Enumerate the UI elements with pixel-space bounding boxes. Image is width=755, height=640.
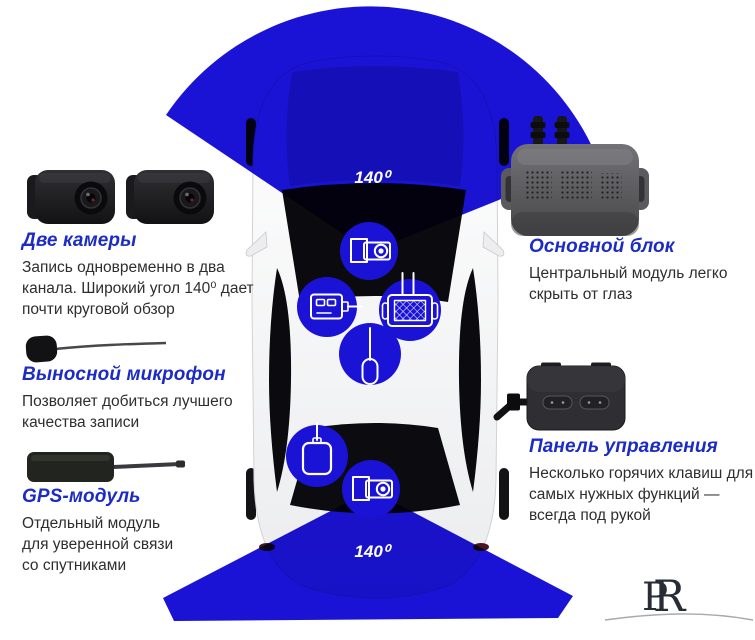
front-camera-icon xyxy=(350,238,391,263)
hotspot-front-camera xyxy=(340,222,398,280)
main-unit-image xyxy=(501,116,649,236)
antenna-connectors xyxy=(530,116,570,150)
callout-title: Панель управления xyxy=(529,436,718,457)
callout-title: Выносной микрофон xyxy=(22,364,226,385)
logo-letter-p: P xyxy=(642,575,669,620)
callout-two-cameras: Две камеры Запись одновременно в два кан… xyxy=(22,230,262,320)
callout-title: Две камеры xyxy=(22,230,137,251)
microphone-image xyxy=(25,335,167,363)
front-fov-cone xyxy=(166,6,598,253)
logo-swoosh xyxy=(604,613,754,621)
rear-fov-label: 140⁰ xyxy=(354,542,390,561)
callout-title: Основной блок xyxy=(529,236,675,257)
callout-main-unit: Основной блок Центральный модуль легко с… xyxy=(529,236,755,305)
hotspot-main-unit xyxy=(379,272,441,341)
hotspot-microphone xyxy=(339,323,401,385)
main-unit-icon xyxy=(381,272,439,327)
rear-camera-icon xyxy=(352,476,393,501)
speaker-grille xyxy=(526,171,552,201)
callout-control-panel: Панель управления Несколько горячих клав… xyxy=(529,436,755,526)
control-panel-image xyxy=(493,362,626,431)
wheel-rear-right xyxy=(499,468,509,520)
callout-title: GPS-модуль xyxy=(22,486,141,507)
mirror-left xyxy=(245,231,268,257)
dashcam-camera-image-2 xyxy=(125,169,215,225)
side-window-right xyxy=(458,268,481,492)
logo-letter-r: R xyxy=(653,572,686,622)
wheel-rear-left xyxy=(246,468,256,520)
callout-microphone: Выносной микрофон Позволяет добиться луч… xyxy=(22,364,262,433)
speaker-grille xyxy=(560,171,592,201)
hotspot-control-panel xyxy=(297,277,363,337)
mirror-right xyxy=(482,231,505,257)
microphone-icon xyxy=(361,327,379,385)
control-panel-icon xyxy=(310,293,363,320)
gps-module-image xyxy=(27,452,185,482)
speaker-grille xyxy=(600,173,622,199)
gps-module-icon xyxy=(301,422,333,476)
front-fov-label: 140⁰ xyxy=(354,168,390,187)
callout-description: Несколько горячих клавиш для самых нужны… xyxy=(529,464,754,524)
hotspot-rear-camera xyxy=(342,460,400,518)
dashcam-camera-image-1 xyxy=(26,169,116,225)
callout-description: Запись одновременно в два канала. Широки… xyxy=(22,258,254,318)
callout-gps-module: GPS-модуль Отдельный модуль для уверенно… xyxy=(22,486,262,576)
callout-description: Центральный модуль легко скрыть от глаз xyxy=(529,264,728,303)
hotspot-gps-module xyxy=(286,422,348,487)
brand-logo-monogram: P R xyxy=(636,574,726,624)
rear-fov-cone xyxy=(163,490,573,621)
callout-description: Отдельный модуль для уверенной связи со … xyxy=(22,514,174,574)
callout-description: Позволяет добиться лучшего качества запи… xyxy=(22,392,233,431)
side-window-left xyxy=(269,268,292,492)
